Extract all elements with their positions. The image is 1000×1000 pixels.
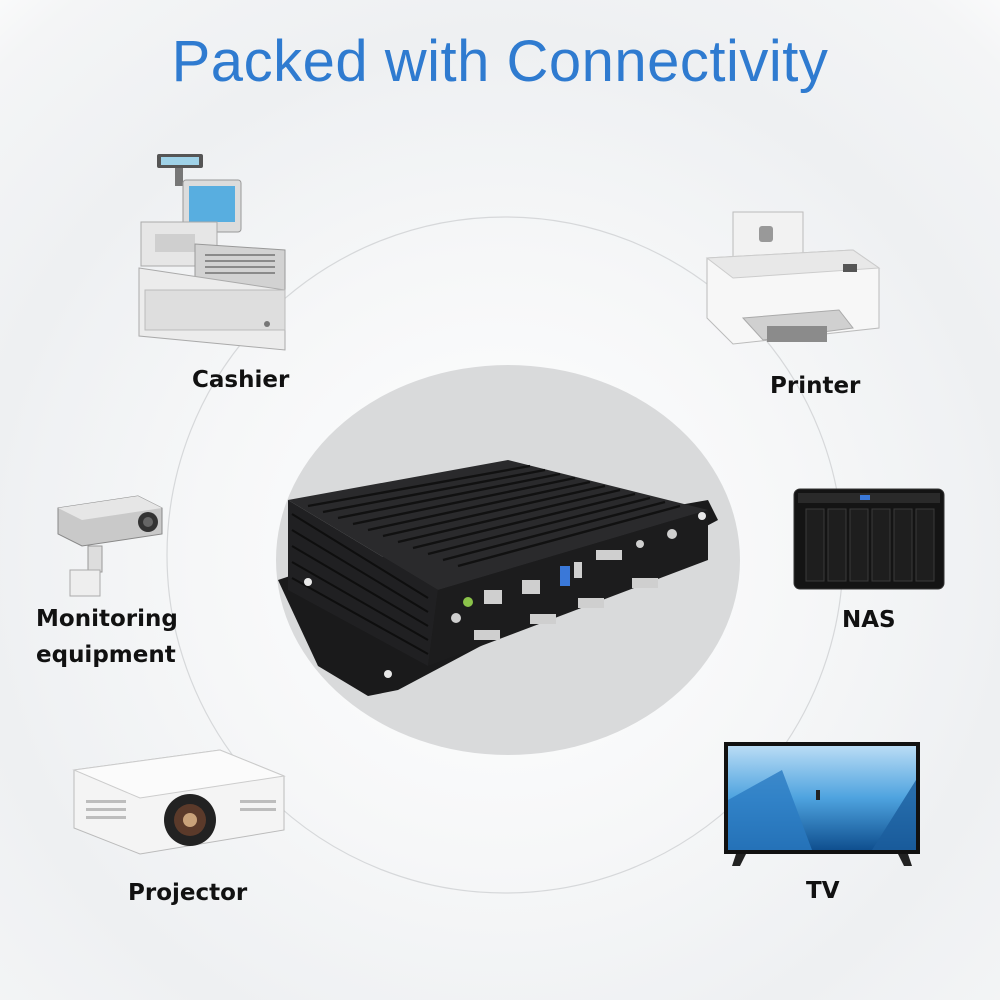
mini-pc-image	[278, 460, 718, 696]
cash-register-icon	[138, 154, 286, 351]
nas-icon	[793, 488, 945, 590]
cashier-label: Cashier	[192, 367, 290, 393]
tv-icon	[724, 742, 920, 866]
monitoring-label: Monitoring equipment	[36, 606, 178, 668]
tv-label: TV	[806, 878, 840, 904]
printer-label: Printer	[770, 373, 861, 399]
printer-icon	[705, 211, 881, 345]
nas-label: NAS	[842, 607, 896, 633]
projector-icon	[72, 749, 286, 855]
projector-label: Projector	[128, 880, 248, 906]
page-title: Packed with Connectivity	[171, 29, 829, 94]
security-camera-icon	[57, 495, 163, 597]
